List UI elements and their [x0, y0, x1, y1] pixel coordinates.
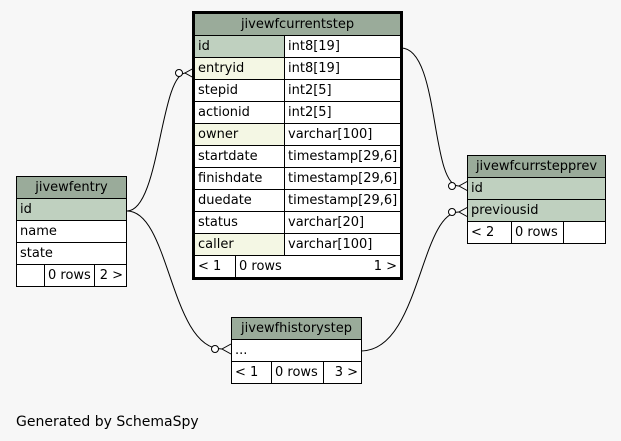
column-row[interactable]: id [16, 198, 127, 221]
column-type: varchar[100] [283, 123, 402, 146]
column-row[interactable]: name [16, 220, 127, 243]
column-row[interactable]: state [16, 242, 127, 265]
column-name: duedate [194, 189, 285, 212]
column-name: startdate [194, 145, 285, 168]
table-title: jivewfentry [16, 176, 127, 199]
children-link[interactable]: 2 > [94, 264, 127, 287]
column-name: actionid [194, 101, 285, 124]
table-title: jivewfhistorystep [230, 317, 363, 340]
column-row[interactable]: ... [230, 339, 363, 362]
column-name: owner [194, 123, 285, 146]
column-name: state [16, 242, 127, 265]
column-name: id [16, 198, 127, 221]
optional-marker-icon [448, 208, 456, 216]
crowsfoot-icon [457, 206, 469, 218]
crowsfoot-icon [457, 180, 469, 192]
parents-link[interactable]: < 1 [195, 256, 236, 277]
children-link[interactable]: 3 > [322, 361, 363, 384]
relationship-entry-to-history [126, 210, 223, 350]
parents-link[interactable]: < 2 [467, 221, 512, 244]
relationship-history-to-prev-previousid [360, 211, 460, 352]
column-name: id [467, 177, 606, 200]
column-name: id [194, 35, 285, 58]
column-name: previousid [467, 199, 606, 222]
parents-link[interactable] [16, 264, 45, 287]
table-title: jivewfcurrentstep [193, 13, 402, 36]
column-name: entryid [194, 57, 285, 80]
column-name: status [194, 211, 285, 234]
table-jivewfcurrstepprev[interactable]: jivewfcurrstepprev id previousid < 2 0 r… [467, 155, 606, 244]
optional-marker-icon [175, 69, 183, 77]
children-link[interactable] [563, 221, 606, 244]
column-row[interactable]: previousid [467, 199, 606, 222]
table-footer: < 2 0 rows [467, 221, 606, 244]
column-name: name [16, 220, 127, 243]
row-count: 0 rows [44, 264, 95, 287]
column-name: caller [194, 233, 285, 256]
row-count: 0 rows [271, 361, 324, 384]
parents-link[interactable]: < 1 [231, 361, 272, 384]
generated-by-label: Generated by SchemaSpy [16, 414, 199, 430]
column-type: int8[19] [283, 57, 402, 80]
optional-marker-icon [211, 345, 219, 353]
column-name: stepid [194, 79, 285, 102]
column-type: timestamp[29,6] [283, 145, 402, 168]
column-type: int2[5] [283, 79, 402, 102]
row-count: 0 rows [511, 221, 564, 244]
column-type: int2[5] [283, 101, 402, 124]
column-type: varchar[100] [283, 233, 402, 256]
crowsfoot-icon [183, 67, 195, 79]
table-footer: < 1 0 rows 1 > [193, 255, 402, 278]
column-name: finishdate [194, 167, 285, 190]
column-type: timestamp[29,6] [283, 189, 402, 212]
row-count: 0 rows [239, 259, 282, 274]
relationship-current-to-prev-id [400, 47, 460, 187]
column-type: varchar[20] [283, 211, 402, 234]
table-title: jivewfcurrstepprev [467, 155, 606, 178]
relationship-entry-to-current [126, 72, 187, 212]
column-type: int8[19] [283, 35, 402, 58]
column-type: timestamp[29,6] [283, 167, 402, 190]
table-footer: < 1 0 rows 3 > [231, 361, 363, 384]
column-name: ... [230, 339, 363, 362]
table-jivewfentry[interactable]: jivewfentry id name state 0 rows 2 > [16, 176, 127, 287]
crowsfoot-icon [220, 343, 232, 355]
column-row[interactable]: id [467, 177, 606, 200]
children-link[interactable]: 1 > [373, 259, 398, 274]
table-footer: 0 rows 2 > [16, 264, 127, 287]
optional-marker-icon [448, 182, 456, 190]
table-jivewfhistorystep[interactable]: jivewfhistorystep ... < 1 0 rows 3 > [230, 317, 363, 384]
